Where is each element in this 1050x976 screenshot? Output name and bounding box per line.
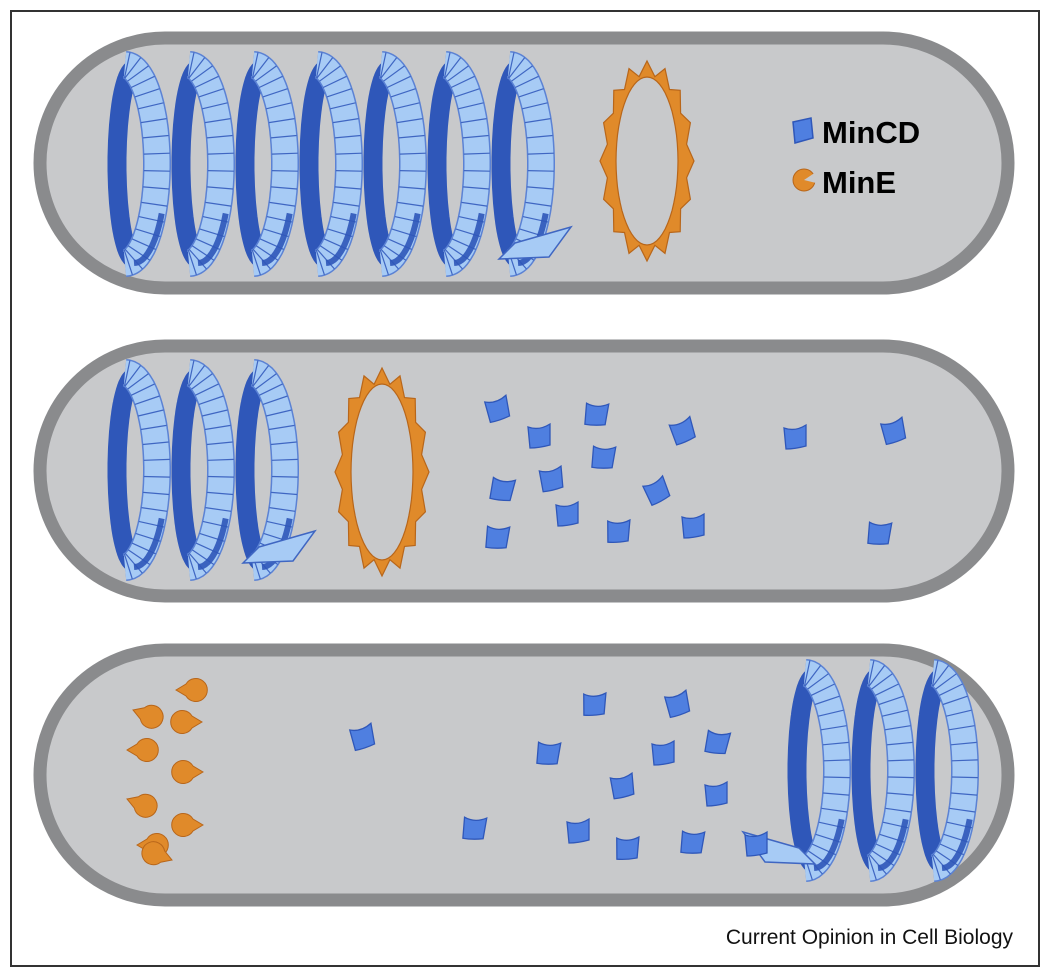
mine-molecule [171,813,204,837]
helix-front-strand [123,52,170,276]
helix-tail [497,225,573,260]
helix-back-strand [427,59,459,269]
mine-molecule [126,738,159,762]
free-mincd-panel-2 [483,393,907,549]
mincd-helix-panel-1 [107,51,573,277]
mincd-molecule [609,771,635,800]
mincd-molecule [744,830,768,857]
helix-segments [315,52,362,275]
helix-back-strand [235,59,267,269]
mincd-molecule [879,415,907,446]
mine-molecule [132,704,164,729]
helix-back-strand [363,59,395,269]
helix-back-strand [787,667,819,874]
helix-segments [187,360,234,580]
mincd-molecule [616,835,640,861]
helix-front-strand [867,660,914,881]
helix-back-strand [107,367,139,573]
mine-ring-shape [599,59,695,263]
journal-credit: Current Opinion in Cell Biology [726,926,1014,949]
mincd-molecule [704,729,732,755]
helix-back-strand [171,59,203,269]
helix-front-strand [187,360,234,580]
mincd-molecule [668,415,696,446]
helix-front-strand [443,52,490,276]
mincd-molecule [583,691,607,717]
mine-molecule [170,710,203,734]
mincd-molecule [663,688,691,719]
mincd-molecule [584,402,610,426]
mine-molecule [141,841,173,866]
mincd-icon [792,117,814,144]
mine-ring-panel-1 [599,59,695,263]
mincd-molecule [651,739,675,766]
mincd-molecule [348,721,376,752]
legend-mincd-label: MinCD [822,115,920,150]
mincd-molecule [527,422,551,449]
helix-segments [187,52,234,275]
helix-segments [379,52,426,275]
mine-dispersed-panel-3 [126,678,208,866]
helix-back-strand [491,59,523,269]
mincd-molecule [783,423,807,450]
legend-mine-label: MinE [822,165,896,200]
mine-ring-shape [334,366,430,578]
helix-front-strand [315,52,362,276]
helix-tail [241,529,317,564]
helix-front-strand [803,660,850,881]
mincd-molecule [485,525,511,549]
legend: MinCD MinE [792,115,920,200]
helix-segments [123,360,170,580]
helix-segments [443,52,490,275]
helix-back-strand [851,667,883,874]
helix-front-strand [931,660,978,881]
mincd-molecule [566,817,590,844]
mincd-molecule [538,464,564,493]
mincd-molecule [680,830,706,854]
helix-back-strand [235,367,267,573]
mine-ring-panel-2 [334,366,430,578]
mine-molecule [175,678,208,702]
helix-front-strand [251,52,298,276]
mincd-helix-panel-3 [741,659,979,882]
mincd-molecule [462,816,488,840]
mincd-molecule [641,474,671,507]
mine-icon [792,168,816,192]
mincd-molecule [555,500,579,527]
helix-front-strand [123,360,170,580]
mincd-molecule [536,741,562,765]
helix-front-strand [187,52,234,276]
helix-back-strand [107,59,139,269]
mine-molecule [171,760,204,784]
mincd-molecule [489,476,517,502]
mincd-molecule [681,512,705,539]
mine-molecule [126,793,158,818]
helix-back-strand [171,367,203,573]
helix-front-strand [379,52,426,276]
mincd-molecule [867,521,893,545]
mincd-molecule [704,780,728,807]
mincd-molecule [607,518,631,544]
helix-back-strand [299,59,331,269]
mincd-helix-panel-2 [107,359,317,581]
mincd-molecule [591,445,617,469]
free-mincd-panel-3 [348,688,768,861]
helix-back-strand [915,667,947,874]
mincd-molecule [483,393,511,424]
